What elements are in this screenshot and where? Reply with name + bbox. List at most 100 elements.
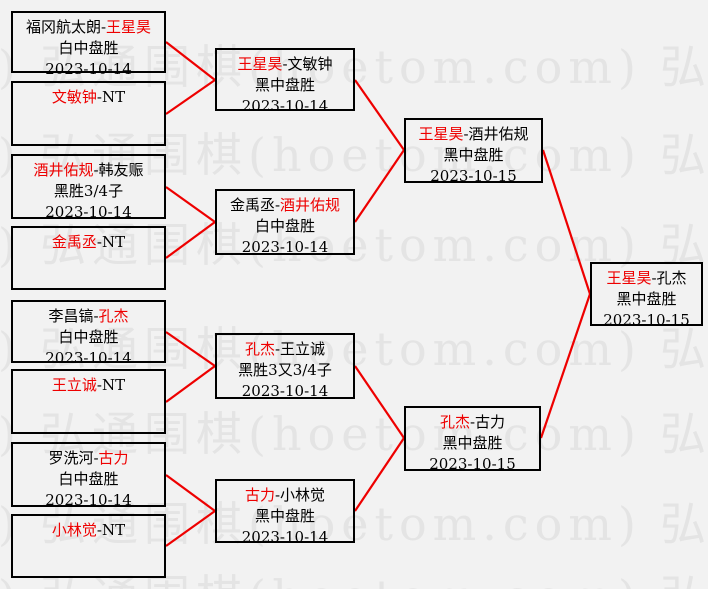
- match-date: 2023-10-14: [45, 491, 132, 509]
- winner-name: 王立诚: [51, 376, 97, 394]
- player-name: -NT: [96, 521, 126, 539]
- match-box-r1m6: 王立诚-NT: [11, 369, 166, 434]
- match-result: 黑中盘胜: [616, 290, 677, 308]
- connector-line: [354, 149, 405, 223]
- player-name: 福冈航太朗-: [25, 18, 107, 36]
- match-result: 白中盘胜: [58, 328, 119, 346]
- match-players: 李昌镐-孔杰: [13, 306, 164, 327]
- watermark-text: 弘通围棋(hoetom.com): [660, 407, 708, 461]
- player-name: -王立诚: [274, 340, 326, 358]
- winner-name: 孔杰: [244, 340, 275, 358]
- winner-name: 孔杰: [98, 307, 129, 325]
- match-result: 黑胜3/4子: [53, 182, 124, 200]
- connector-line: [165, 79, 216, 115]
- winner-name: 古力: [244, 486, 275, 504]
- match-box-final: 王星昊-孔杰 黑中盘胜 2023-10-15: [590, 262, 703, 329]
- player-name: -NT: [96, 376, 126, 394]
- match-players: 文敏钟-NT: [13, 87, 164, 108]
- match-box-r1m4: 金禹丞-NT: [11, 226, 166, 290]
- match-players: 金禹丞-酒井佑规: [217, 195, 353, 216]
- player-name: 李昌镐-: [48, 307, 99, 325]
- connector-line: [165, 41, 216, 81]
- watermark-text: 弘通围棋(hoetom.com): [40, 407, 642, 461]
- player-name: -古力: [469, 413, 506, 431]
- watermark-text: 弘通围棋(hoetom.com): [660, 570, 708, 589]
- match-date: [13, 562, 164, 583]
- player-name: -小林觉: [274, 486, 326, 504]
- match-players: 王星昊-孔杰: [592, 268, 701, 289]
- match-box-r1m5: 李昌镐-孔杰 白中盘胜 2023-10-14: [11, 300, 166, 367]
- match-box-r1m2: 文敏钟-NT: [11, 81, 166, 146]
- watermark-text: 弘通围棋(hoetom.com): [660, 40, 708, 94]
- match-box-r2m1: 王星昊-文敏钟 黑中盘胜 2023-10-14: [215, 48, 355, 115]
- match-date: 2023-10-14: [241, 382, 329, 400]
- winner-name: 王星昊: [606, 269, 652, 287]
- connector-line: [539, 293, 592, 439]
- winner-name: 文敏钟: [51, 88, 97, 106]
- match-box-sf2: 孔杰-古力 黑中盘胜 2023-10-15: [404, 406, 541, 473]
- match-players: 金禹丞-NT: [13, 232, 164, 253]
- player-name: -文敏钟: [282, 55, 333, 73]
- match-date: 2023-10-14: [241, 528, 329, 546]
- match-result: 白中盘胜: [58, 470, 119, 488]
- winner-name: 小林觉: [51, 521, 97, 539]
- match-result: 白中盘胜: [254, 217, 315, 235]
- player-name: -孔杰: [651, 269, 687, 287]
- match-box-r1m3: 酒井佑规-韩友赈 黑胜3/4子 2023-10-14: [11, 154, 166, 221]
- watermark-text: 弘通围棋(hoetom.com): [660, 322, 708, 376]
- connector-line: [541, 149, 592, 295]
- connector-line: [165, 365, 216, 403]
- winner-name: 古力: [98, 449, 129, 467]
- match-players: 酒井佑规-韩友赈: [13, 160, 164, 181]
- player-name: -NT: [96, 88, 126, 106]
- player-name: 罗洗河-: [48, 449, 99, 467]
- winner-name: 孔杰: [439, 413, 470, 431]
- match-box-sf1: 王星昊-酒井佑规 黑中盘胜 2023-10-15: [404, 118, 543, 185]
- match-result: 黑胜3又3/4子: [238, 361, 332, 379]
- connector-line: [165, 331, 216, 367]
- match-date: 2023-10-15: [429, 455, 516, 473]
- match-date: 2023-10-14: [45, 349, 132, 367]
- match-box-r1m1: 福冈航太朗-王星昊 白中盘胜 2023-10-14: [11, 11, 166, 78]
- player-name: -酒井佑规: [463, 125, 529, 143]
- match-date: 2023-10-14: [45, 203, 132, 221]
- match-result: 黑中盘胜: [443, 146, 504, 164]
- connector-line: [354, 437, 405, 512]
- watermark-text: 弘通围棋(hoetom.com): [660, 128, 708, 182]
- match-players: 孔杰-王立诚: [217, 339, 353, 360]
- match-box-r2m3: 孔杰-王立诚 黑胜3又3/4子 2023-10-14: [215, 333, 355, 400]
- match-box-r1m7: 罗洗河-古力 白中盘胜 2023-10-14: [11, 442, 166, 509]
- match-date: 2023-10-15: [430, 167, 517, 185]
- match-result: [13, 396, 164, 417]
- watermark-text: 弘通围棋(hoetom.com): [40, 570, 642, 589]
- match-result: [13, 541, 164, 562]
- player-name: 金禹丞-: [229, 196, 281, 214]
- connector-line: [165, 221, 216, 259]
- match-players: 罗洗河-古力: [13, 448, 164, 469]
- match-players: 王立诚-NT: [13, 375, 164, 396]
- connector-line: [354, 365, 405, 439]
- match-box-r1m8: 小林觉-NT: [11, 514, 166, 578]
- match-result: 黑中盘胜: [254, 76, 315, 94]
- winner-name: 王星昊: [106, 18, 152, 36]
- connector-line: [165, 510, 216, 547]
- match-players: 小林觉-NT: [13, 520, 164, 541]
- match-result: [13, 108, 164, 129]
- connector-line: [165, 186, 216, 223]
- connector-line: [165, 474, 216, 512]
- match-box-r2m2: 金禹丞-酒井佑规 白中盘胜 2023-10-14: [215, 189, 355, 256]
- match-result: 黑中盘胜: [254, 507, 315, 525]
- match-box-r2m4: 古力-小林觉 黑中盘胜 2023-10-14: [215, 479, 355, 546]
- match-date: 2023-10-14: [241, 97, 329, 115]
- match-date: 2023-10-14: [241, 238, 329, 256]
- match-players: 王星昊-文敏钟: [217, 54, 353, 75]
- winner-name: 王星昊: [237, 55, 283, 73]
- watermark-text: 弘通围棋(hoetom.com): [660, 497, 708, 551]
- winner-name: 王星昊: [418, 125, 464, 143]
- match-date: [13, 417, 164, 438]
- player-name: -韩友赈: [93, 161, 144, 179]
- match-result: 黑中盘胜: [442, 434, 503, 452]
- match-players: 福冈航太朗-王星昊: [13, 17, 164, 38]
